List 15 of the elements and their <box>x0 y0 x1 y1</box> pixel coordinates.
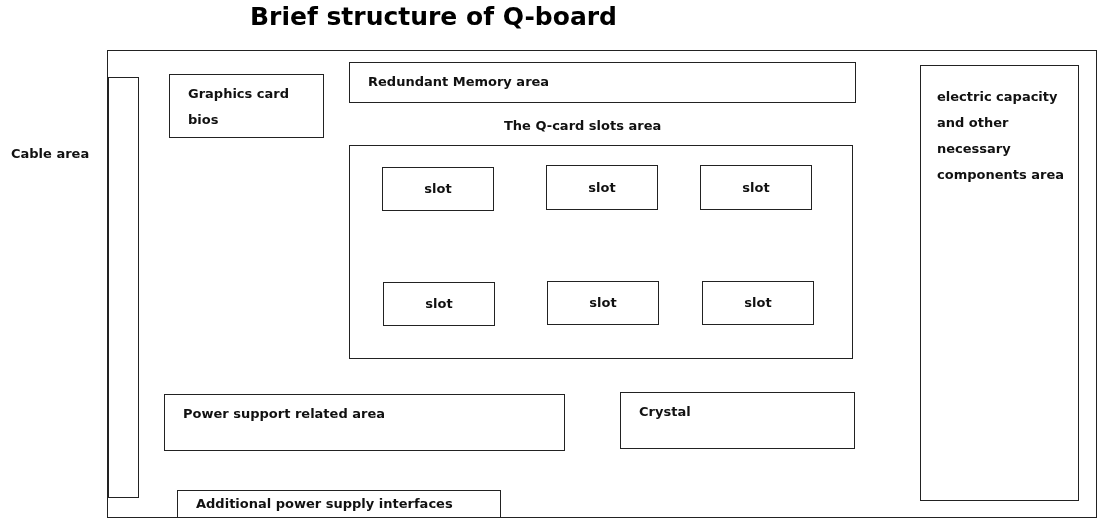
slot-box: slot <box>382 167 494 211</box>
diagram-title: Brief structure of Q-board <box>250 2 618 31</box>
slot-box: slot <box>547 281 659 325</box>
slot-box: slot <box>700 165 812 210</box>
area-box: Redundant Memory area <box>349 62 856 103</box>
area-box: Crystal <box>620 392 855 449</box>
area-box: Additional power supply interfaces <box>177 490 501 518</box>
area-box: electric capacity and other necessary components area <box>920 65 1079 501</box>
slot-box: slot <box>546 165 658 210</box>
slot-box: slot <box>383 282 495 326</box>
area-box: Power support related area <box>164 394 565 451</box>
area-box: Graphics card bios <box>169 74 324 138</box>
area-label: Cable area <box>11 145 90 163</box>
area-heading: The Q-card slots area <box>504 117 662 135</box>
slot-box: slot <box>702 281 814 325</box>
